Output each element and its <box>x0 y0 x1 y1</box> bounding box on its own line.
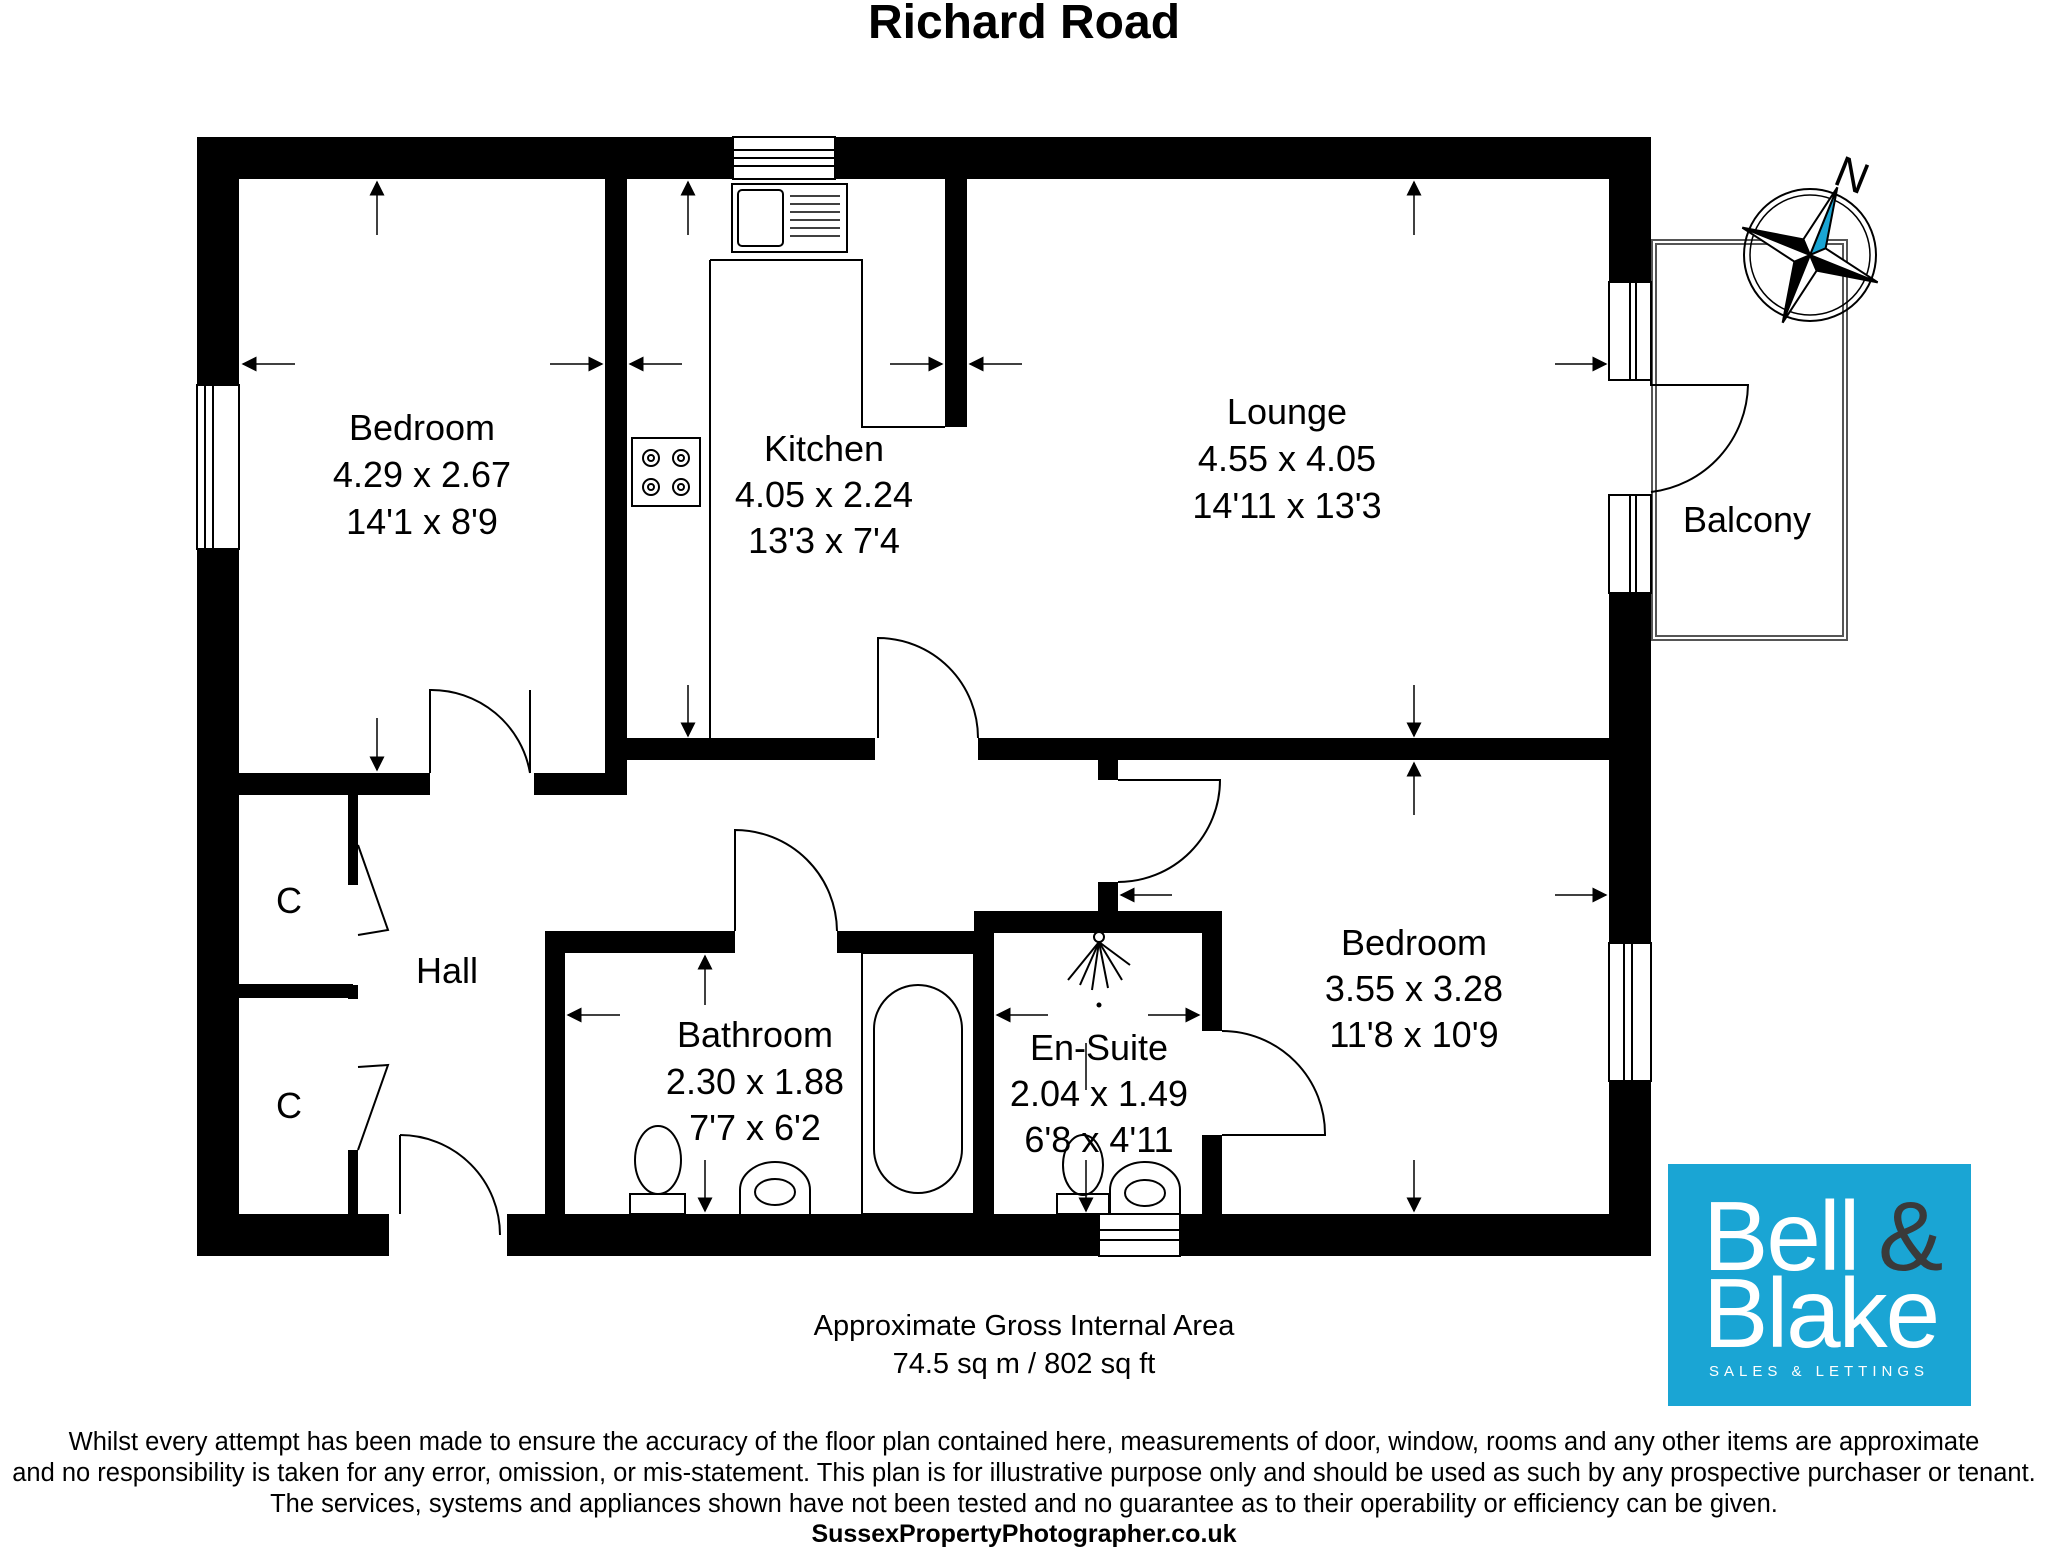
logo-word-bell: Bell <box>1703 1181 1858 1291</box>
logo-background <box>1668 1164 1971 1406</box>
logo-word-blake: Blake <box>1703 1258 1938 1368</box>
room-kitchen: Kitchen 4.05 x 2.24 13'3 x 7'4 <box>735 428 913 561</box>
room-cupboard-1: C <box>276 880 302 921</box>
room-metric-dimensions: 4.05 x 2.24 <box>735 474 913 515</box>
room-name: En-Suite <box>1030 1027 1168 1068</box>
room-metric-dimensions: 2.04 x 1.49 <box>1010 1073 1188 1114</box>
room-metric-dimensions: 4.55 x 4.05 <box>1198 438 1376 479</box>
room-cupboard-2: C <box>276 1085 302 1126</box>
room-imperial-dimensions: 7'7 x 6'2 <box>689 1107 821 1148</box>
dimension-arrows <box>241 180 1608 1213</box>
room-en-suite: En-Suite 2.04 x 1.49 6'8 x 4'11 <box>1010 1027 1188 1160</box>
bell-blake-logo: Bell & Blake SALES & LETTINGS <box>1668 1164 1971 1406</box>
room-lounge: Lounge 4.55 x 4.05 14'11 x 13'3 <box>1192 391 1381 526</box>
plan-title: Richard Road <box>868 0 1180 49</box>
balcony-door <box>1650 380 1750 493</box>
balcony-outline <box>1651 239 1848 641</box>
room-imperial-dimensions: 6'8 x 4'11 <box>1024 1119 1173 1160</box>
windows <box>196 136 1652 1257</box>
room-imperial-dimensions: 13'3 x 7'4 <box>748 520 900 561</box>
website-link[interactable]: SussexPropertyPhotographer.co.uk <box>811 1520 1236 1548</box>
logo-tagline: SALES & LETTINGS <box>1709 1363 1929 1380</box>
logo-ampersand: & <box>1878 1181 1942 1291</box>
room-imperial-dimensions: 14'11 x 13'3 <box>1192 485 1381 526</box>
kitchen-fittings <box>631 183 945 738</box>
room-imperial-dimensions: 11'8 x 10'9 <box>1329 1014 1498 1055</box>
room-name: Bathroom <box>677 1014 833 1055</box>
walls <box>197 137 1651 1256</box>
room-bedroom-1: Bedroom 4.29 x 2.67 14'1 x 8'9 <box>333 407 511 542</box>
disclaimer: Whilst every attempt has been made to en… <box>12 1428 2036 1548</box>
bathroom-fittings <box>629 952 1181 1215</box>
doors <box>357 636 1327 1236</box>
room-balcony: Balcony <box>1683 499 1811 540</box>
disclaimer-line-2: and no responsibility is taken for any e… <box>12 1459 2036 1487</box>
room-bathroom: Bathroom 2.30 x 1.88 7'7 x 6'2 <box>666 1014 844 1148</box>
room-name: Bedroom <box>1341 922 1487 963</box>
room-imperial-dimensions: 14'1 x 8'9 <box>346 501 498 542</box>
area-label: Approximate Gross Internal Area <box>814 1310 1236 1342</box>
area-value: 74.5 sq m / 802 sq ft <box>893 1348 1156 1380</box>
north-compass-icon: N <box>1741 147 1879 324</box>
room-name: Lounge <box>1227 391 1347 432</box>
room-metric-dimensions: 3.55 x 3.28 <box>1325 968 1503 1009</box>
room-name: Kitchen <box>764 428 884 469</box>
room-hall: Hall <box>416 950 478 991</box>
gross-internal-area: Approximate Gross Internal Area 74.5 sq … <box>814 1310 1236 1380</box>
room-name: Bedroom <box>349 407 495 448</box>
disclaimer-line-1: Whilst every attempt has been made to en… <box>69 1428 1980 1456</box>
disclaimer-line-3: The services, systems and appliances sho… <box>270 1490 1778 1518</box>
shower-icon <box>1067 931 1131 1008</box>
room-metric-dimensions: 2.30 x 1.88 <box>666 1061 844 1102</box>
room-metric-dimensions: 4.29 x 2.67 <box>333 454 511 495</box>
room-bedroom-2: Bedroom 3.55 x 3.28 11'8 x 10'9 <box>1325 922 1503 1055</box>
